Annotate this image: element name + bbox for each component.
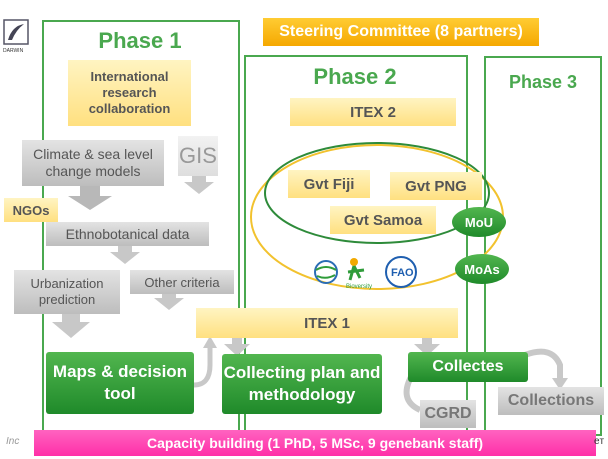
ethnobotanical-box: Ethnobotanical data: [46, 222, 209, 246]
phase3-title: Phase 3: [508, 72, 578, 92]
maps-decision-tool-box: Maps & decision tool: [46, 352, 194, 414]
gvt-png-box: Gvt PNG: [390, 172, 482, 200]
globe-logo: [312, 258, 340, 286]
bottom-left-fragment: Inc: [6, 436, 20, 447]
bottom-right-fragment: eт: [594, 436, 605, 447]
partners-inner-oval: [264, 142, 490, 244]
svg-text:Bioversity: Bioversity: [346, 284, 372, 290]
capacity-building-bar: Capacity building (1 PhD, 5 MSc, 9 geneb…: [34, 430, 596, 456]
svg-text:DARWIN: DARWIN: [3, 48, 24, 54]
down-arrow-icon: [52, 314, 90, 338]
ngos-box: NGOs: [4, 198, 58, 222]
steering-committee-box: Steering Committee (8 partners): [263, 18, 539, 46]
down-arrow-icon: [154, 292, 184, 310]
cgrd-box: CGRD: [420, 400, 476, 428]
mou-badge: MoU: [452, 207, 506, 237]
other-criteria-box: Other criteria: [130, 270, 234, 294]
climate-models-box: Climate & sea level change models: [22, 140, 164, 186]
phase2-title: Phase 2: [313, 64, 397, 89]
gvt-samoa-box: Gvt Samoa: [330, 206, 436, 234]
bioversity-logo: Bioversity: [344, 254, 378, 290]
darwin-initiative-logo: DARWIN: [2, 18, 36, 58]
down-arrow-icon: [184, 176, 214, 194]
curved-arrow-icon: [193, 345, 213, 388]
capacity-building-label: Capacity building (1 PhD, 5 MSc, 9 geneb…: [146, 435, 484, 451]
itex1-box: ITEX 1: [196, 308, 458, 338]
curved-arrow-icon: [523, 348, 563, 380]
down-arrow-icon: [414, 336, 440, 356]
fao-logo: FAO: [384, 255, 418, 289]
svg-text:FAO: FAO: [391, 267, 414, 279]
down-arrow-icon: [110, 246, 140, 264]
collectes-box: Collectes: [408, 352, 528, 382]
itex2-box: ITEX 2: [290, 98, 456, 126]
gis-box: GIS: [178, 136, 218, 176]
steering-committee-label: Steering Committee (8 partners): [279, 23, 523, 40]
collecting-plan-box: Collecting plan and methodology: [222, 354, 382, 414]
gvt-fiji-box: Gvt Fiji: [288, 170, 370, 198]
urbanization-box: Urbanization prediction: [14, 270, 120, 314]
down-arrow-icon: [68, 186, 112, 210]
intl-research-box: International research collaboration: [68, 60, 191, 126]
collections-box: Collections: [498, 387, 604, 415]
down-arrow-icon: [224, 336, 250, 356]
moas-badge: MoAs: [455, 254, 509, 284]
phase1-title: Phase 1: [98, 28, 182, 53]
